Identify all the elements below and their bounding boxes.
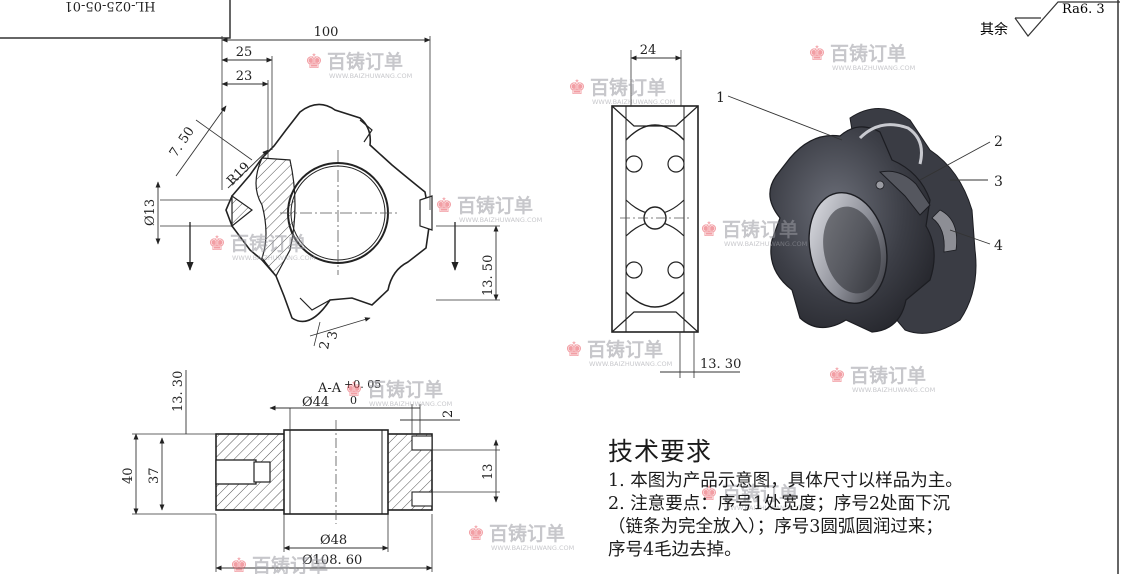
watermark-url: WWW.BAIZHUWANG.COM: [459, 216, 542, 224]
watermark-logo-icon: ♚: [305, 49, 323, 73]
watermark-logo-icon: ♚: [700, 481, 718, 505]
watermark-logo-icon: ♚: [568, 75, 586, 99]
watermark-url: WWW.BAIZHUWANG.COM: [369, 400, 452, 408]
dim-7-50: 7. 50: [167, 124, 198, 160]
watermark-name: 百铸订单: [722, 218, 798, 241]
section-dim-40: 40: [121, 467, 136, 484]
watermark-logo-icon: ♚: [208, 231, 226, 255]
roughness-symbol: 其余 Ra6. 3: [980, 1, 1120, 38]
side-dim-13-30: 13. 30: [700, 357, 741, 372]
dim-25: 25: [236, 45, 253, 60]
watermark-url: WWW.BAIZHUWANG.COM: [724, 240, 807, 248]
watermark-url: WWW.BAIZHUWANG.COM: [852, 386, 935, 394]
section-dim-2: 2: [441, 410, 456, 418]
watermark-logo-icon: ♚: [808, 41, 826, 65]
side-view: 24 13. 30: [611, 43, 741, 378]
watermark-name: 百铸订单: [327, 50, 403, 73]
section-view: A-A Ø44 +0. 05 0 2 13. 30 40 37: [121, 370, 500, 572]
watermark-logo-icon: ♚: [700, 217, 718, 241]
callout-1: 1: [716, 90, 725, 106]
watermark-url: WWW.BAIZHUWANG.COM: [491, 544, 574, 552]
watermark-url: WWW.BAIZHUWANG.COM: [329, 72, 412, 80]
dim-2: 2: [317, 340, 333, 351]
callout-2: 2: [994, 134, 1003, 150]
watermark-name: 百铸订单: [367, 378, 443, 401]
watermark-name: 百铸订单: [722, 482, 798, 505]
dim-100: 100: [314, 25, 339, 40]
section-dim-13: 13: [481, 463, 496, 480]
side-dim-24: 24: [640, 43, 657, 58]
section-label: A-A: [317, 381, 342, 396]
section-dim-37: 37: [147, 467, 162, 484]
section-dim-phi44: Ø44: [302, 395, 329, 410]
callout-3: 3: [994, 174, 1003, 190]
section-dim-phi108: Ø108. 60: [302, 553, 362, 568]
watermark-url: WWW.BAIZHUWANG.COM: [592, 98, 675, 106]
dim-23: 23: [236, 69, 253, 84]
watermark-name: 百铸订单: [252, 554, 328, 574]
watermark-name: 百铸订单: [850, 364, 926, 387]
watermark-name: 百铸订单: [457, 194, 533, 217]
tech-requirement-line-3: （链条为完全放入）；序号3圆弧圆润过来；: [608, 517, 943, 537]
tech-requirements-title: 技术要求: [608, 437, 713, 466]
tech-requirements: 技术要求 1. 本图为产品示意图，具体尺寸以样品为主。 2. 注意要点：序号1处…: [608, 432, 1118, 562]
dim-3: 3: [325, 330, 341, 341]
tech-requirement-line-1: 1. 本图为产品示意图，具体尺寸以样品为主。: [608, 471, 963, 491]
watermark-logo-icon: ♚: [345, 377, 363, 401]
watermarks: ♚百铸订单WWW.BAIZHUWANG.COM♚百铸订单WWW.BAIZHUWA…: [208, 41, 935, 574]
section-dim-13-30: 13. 30: [171, 371, 186, 412]
watermark-url: WWW.BAIZHUWANG.COM: [232, 254, 315, 262]
watermark-name: 百铸订单: [489, 522, 565, 545]
watermark-name: 百铸订单: [587, 338, 663, 361]
front-view: 100 25 23 7. 50 R19 Ø13 13. 50 3 2: [143, 25, 500, 351]
watermark-name: 百铸订单: [590, 76, 666, 99]
section-dim-phi48: Ø48: [320, 533, 347, 548]
watermark-url: WWW.BAIZHUWANG.COM: [589, 360, 672, 368]
drawing-number: HL-025-05-01: [64, 0, 155, 13]
watermark-url: WWW.BAIZHUWANG.COM: [724, 504, 807, 512]
dim-phi13: Ø13: [143, 199, 158, 226]
watermark-logo-icon: ♚: [565, 337, 583, 361]
roughness-value: Ra6. 3: [1062, 2, 1105, 17]
watermark-name: 百铸订单: [230, 232, 306, 255]
watermark-logo-icon: ♚: [828, 363, 846, 387]
isometric-view: 1 2 3 4: [716, 90, 1003, 334]
roughness-prefix: 其余: [980, 21, 1008, 38]
watermark-logo-icon: ♚: [467, 521, 485, 545]
watermark-url: WWW.BAIZHUWANG.COM: [832, 64, 915, 72]
callout-4: 4: [994, 238, 1003, 254]
watermark-logo-icon: ♚: [230, 553, 248, 574]
section-tol-lower: 0: [350, 394, 357, 407]
tech-requirement-line-4: 序号4毛边去掉。: [608, 540, 742, 560]
watermark-logo-icon: ♚: [435, 193, 453, 217]
tech-requirement-line-2: 2. 注意要点：序号1处宽度；序号2处面下沉: [608, 494, 951, 514]
watermark-name: 百铸订单: [830, 42, 906, 65]
dim-13-50: 13. 50: [481, 255, 496, 296]
title-block: HL-025-05-01: [0, 0, 231, 39]
section-tol-upper: +0. 05: [344, 378, 381, 391]
